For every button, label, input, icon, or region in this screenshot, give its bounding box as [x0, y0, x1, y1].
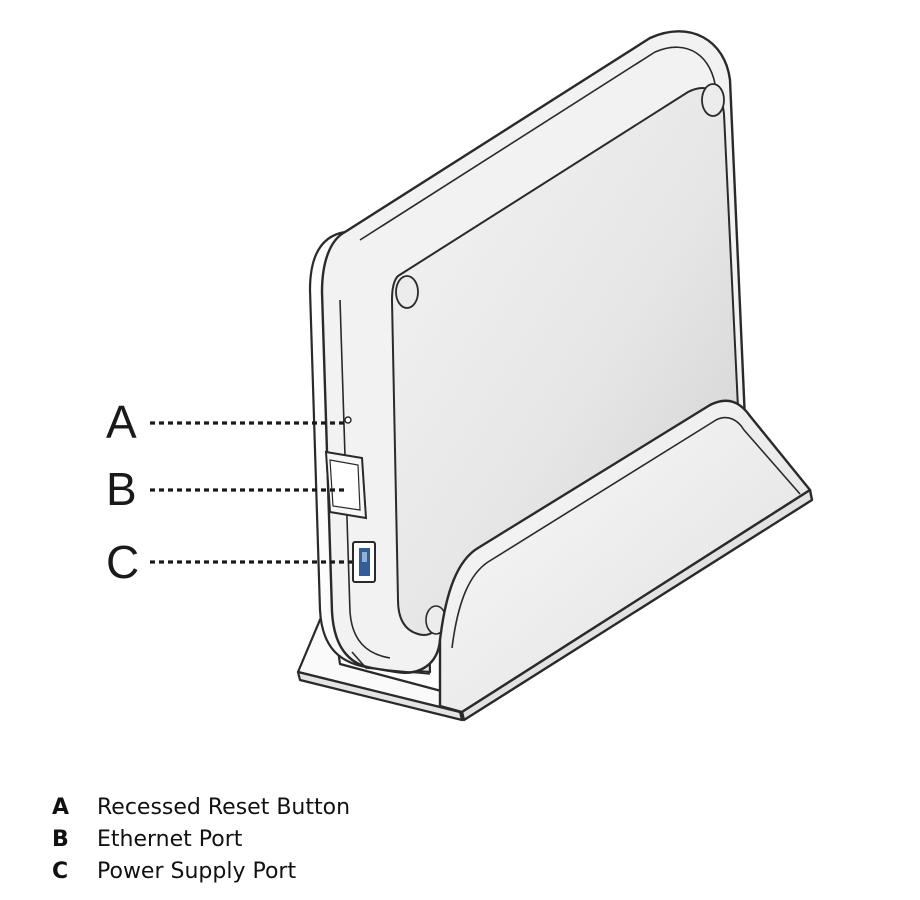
legend-label-c: Power Supply Port [97, 859, 297, 884]
legend-label-a: Recessed Reset Button [97, 795, 351, 820]
device-body [320, 30, 747, 675]
device-illustration: A B C [106, 30, 814, 722]
callout-leaders [150, 421, 352, 564]
legend-key-b: B [52, 827, 69, 852]
callout-letter-b: B [106, 463, 137, 515]
ethernet-port [324, 450, 368, 520]
legend-item-c: C Power Supply Port [52, 856, 350, 888]
stand-front [438, 399, 814, 722]
legend: A Recessed Reset Button B Ethernet Port … [52, 792, 350, 888]
legend-item-b: B Ethernet Port [52, 824, 350, 856]
legend-key-c: C [52, 859, 69, 884]
legend-key-a: A [52, 795, 70, 820]
legend-item-a: A Recessed Reset Button [52, 792, 350, 824]
reset-button-hole [344, 416, 352, 424]
legend-label-b: Ethernet Port [97, 827, 243, 852]
power-supply-port [352, 541, 376, 583]
callout-letter-c: C [106, 536, 139, 588]
callout-letter-a: A [106, 396, 137, 448]
